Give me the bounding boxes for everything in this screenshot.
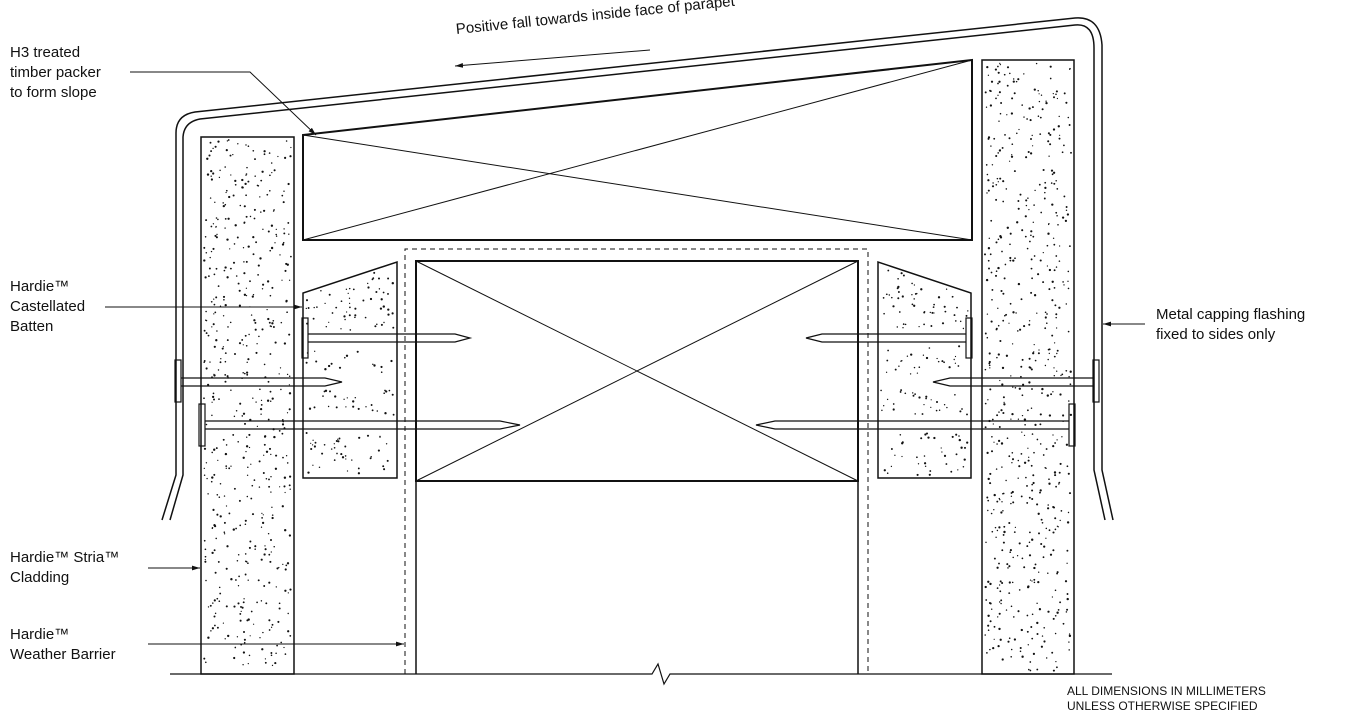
- packer-label: H3 treated timber packer to form slope: [10, 43, 101, 103]
- metal-capping-flashing-outer: [161, 17, 1114, 521]
- break-line: [170, 662, 1112, 686]
- cladding-label: Hardie™ Stria™ Cladding: [10, 548, 119, 588]
- packer-cross-b: [302, 59, 973, 241]
- packer-label-line-2: timber packer: [10, 64, 101, 81]
- left-cladding-panel: [200, 136, 295, 675]
- barrier-label-line-2: Weather Barrier: [10, 646, 116, 663]
- barrier-label: Hardie™ Weather Barrier: [10, 625, 116, 665]
- cladding-label-line-1: Hardie™ Stria™: [10, 549, 120, 566]
- batten-label-line-3: Batten: [10, 318, 54, 335]
- metal-capping-flashing-inner: [169, 24, 1106, 521]
- top-plate: [415, 260, 859, 482]
- dimensions-note-line-2: UNLESS OTHERWISE SPECIFIED: [1067, 699, 1258, 713]
- packer-label-line-3: to form slope: [10, 84, 97, 101]
- right-nails: [755, 317, 1100, 447]
- cladding-hatching: [203, 62, 1073, 672]
- batten-label: Hardie™ Castellated Batten: [10, 277, 85, 337]
- flashing-label: Metal capping flashing fixed to sides on…: [1156, 305, 1305, 345]
- right-castellated-batten: [877, 260, 972, 479]
- left-nails: [174, 317, 521, 447]
- batten-label-line-1: Hardie™: [10, 278, 70, 295]
- slope-arrow: [454, 49, 651, 68]
- dimensions-note: ALL DIMENSIONS IN MILLIMETERS UNLESS OTH…: [1067, 684, 1266, 714]
- left-castellated-batten: [302, 260, 398, 479]
- flashing-label-line-1: Metal capping flashing: [1156, 306, 1306, 323]
- packer-leader: [130, 71, 317, 136]
- weather-barrier-outline: [404, 248, 869, 674]
- flashing-label-line-2: fixed to sides only: [1156, 326, 1276, 343]
- barrier-label-line-1: Hardie™: [10, 626, 70, 643]
- batten-label-line-2: Castellated: [10, 298, 86, 315]
- top-plate-cross-b: [415, 260, 859, 482]
- packer-cross-a: [302, 134, 973, 241]
- cladding-label-line-2: Cladding: [10, 569, 70, 586]
- dimensions-note-line-1: ALL DIMENSIONS IN MILLIMETERS: [1067, 684, 1266, 698]
- packer-label-line-1: H3 treated: [10, 44, 81, 61]
